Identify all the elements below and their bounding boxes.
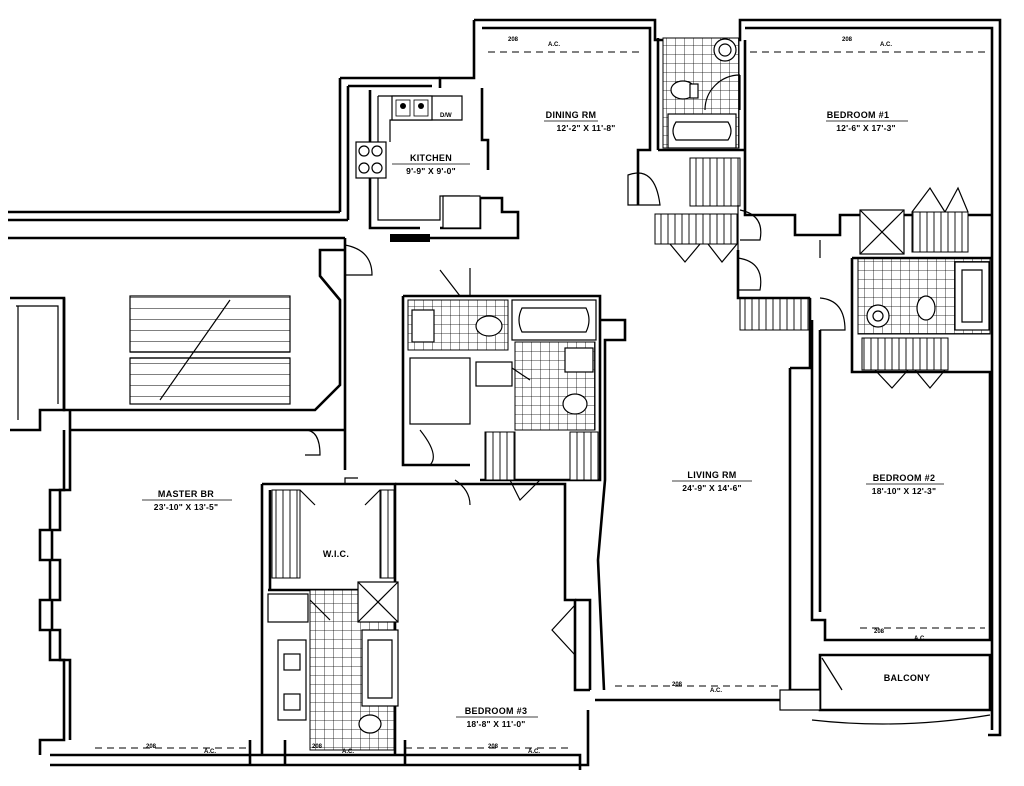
- svg-text:A.C.: A.C.: [528, 749, 540, 755]
- master-suite: [260, 429, 399, 755]
- bedroom-3: [395, 482, 592, 749]
- dishwasher-label: D/W: [440, 113, 452, 119]
- ac-tags: 208 A.C. 208 A.C. 208 A.C. 208 A.C. 208 …: [146, 37, 926, 755]
- closet-bedroom1-b: [911, 211, 969, 253]
- svg-text:A.C.: A.C.: [548, 42, 560, 48]
- balcony: [779, 653, 992, 725]
- dining-room-dims: 12'-2" X 11'-8": [556, 123, 615, 133]
- toilet-master-icon: [358, 714, 382, 734]
- kitchen-name: KITCHEN: [410, 153, 452, 163]
- living-room: [596, 318, 792, 691]
- room-labels: DINING RM 12'-2" X 11'-8" KITCHEN 9'-9" …: [142, 110, 944, 729]
- svg-text:208: 208: [508, 37, 519, 43]
- svg-text:A.C.: A.C.: [880, 42, 892, 48]
- ac-bedroom1: 208 A.C.: [842, 37, 892, 48]
- living-room-dims: 24'-9" X 14'-6": [682, 483, 742, 493]
- bath-top: [656, 37, 745, 152]
- svg-text:208: 208: [672, 682, 683, 688]
- bathtub-icon: [667, 113, 737, 149]
- svg-text:A.C.: A.C.: [710, 688, 722, 694]
- sink-central2-icon: [564, 347, 594, 373]
- ac-master: 208 A.C.: [146, 744, 216, 755]
- door-swings: [344, 205, 821, 276]
- sink-central-icon: [411, 309, 435, 343]
- kitchen-sink: [391, 95, 433, 121]
- bedroom3-name: BEDROOM #3: [465, 706, 528, 716]
- toilet-central-icon: [475, 315, 503, 337]
- ac-bath: 208 A.C.: [312, 744, 354, 755]
- toilet-central2-icon: [562, 393, 588, 415]
- svg-text:A.C.: A.C.: [914, 636, 926, 642]
- kitchen-area: D/W: [355, 90, 520, 242]
- sink-icon: [713, 38, 737, 62]
- bath-right: [819, 256, 992, 389]
- bedroom-1: [689, 40, 992, 255]
- exterior-walls: [8, 18, 1002, 770]
- bathtub-central-icon: [511, 299, 597, 341]
- balcony-name: BALCONY: [884, 673, 931, 683]
- master-br-dims: 23'-10" X 13'-5": [154, 502, 218, 512]
- ac-bedroom2: 208 A.C.: [874, 629, 926, 642]
- ac-bedroom3: 208 A.C.: [488, 744, 540, 755]
- refrigerator: [442, 195, 481, 229]
- kitchen-dims: 9'-9" X 9'-0": [406, 166, 456, 176]
- bedroom1-dims: 12'-6" X 17'-3": [836, 123, 896, 133]
- svg-text:208: 208: [488, 744, 499, 750]
- bedroom-2: [810, 320, 992, 642]
- bedroom2-dims: 18'-10" X 12'-3": [872, 486, 936, 496]
- bathtub-right-icon: [954, 261, 990, 331]
- stair-core: [10, 248, 345, 432]
- svg-text:208: 208: [146, 744, 157, 750]
- svg-text:208: 208: [842, 37, 853, 43]
- bedroom3-dims: 18'-8" X 11'-0": [466, 719, 525, 729]
- svg-text:A.C.: A.C.: [342, 749, 354, 755]
- central-baths: [401, 268, 602, 506]
- wic-name: W.I.C.: [323, 549, 349, 559]
- vanity-master: [277, 639, 307, 721]
- toilet-right-icon: [916, 295, 936, 321]
- svg-text:208: 208: [312, 744, 323, 750]
- bedroom2-name: BEDROOM #2: [873, 473, 936, 483]
- dining-room: [480, 35, 652, 205]
- dining-room-name: DINING RM: [546, 110, 597, 120]
- hall-closets: [627, 172, 812, 370]
- ac-living: 208 A.C.: [672, 682, 722, 694]
- master-br: [70, 428, 407, 765]
- ac-dining: 208 A.C.: [508, 37, 560, 48]
- master-br-name: MASTER BR: [158, 489, 214, 499]
- svg-text:A.C.: A.C.: [204, 749, 216, 755]
- sink-right-icon: [866, 304, 890, 328]
- bedroom1-name: BEDROOM #1: [827, 110, 890, 120]
- closet-bedroom1: [689, 157, 741, 207]
- living-room-name: LIVING RM: [687, 470, 736, 480]
- svg-text:208: 208: [874, 629, 885, 635]
